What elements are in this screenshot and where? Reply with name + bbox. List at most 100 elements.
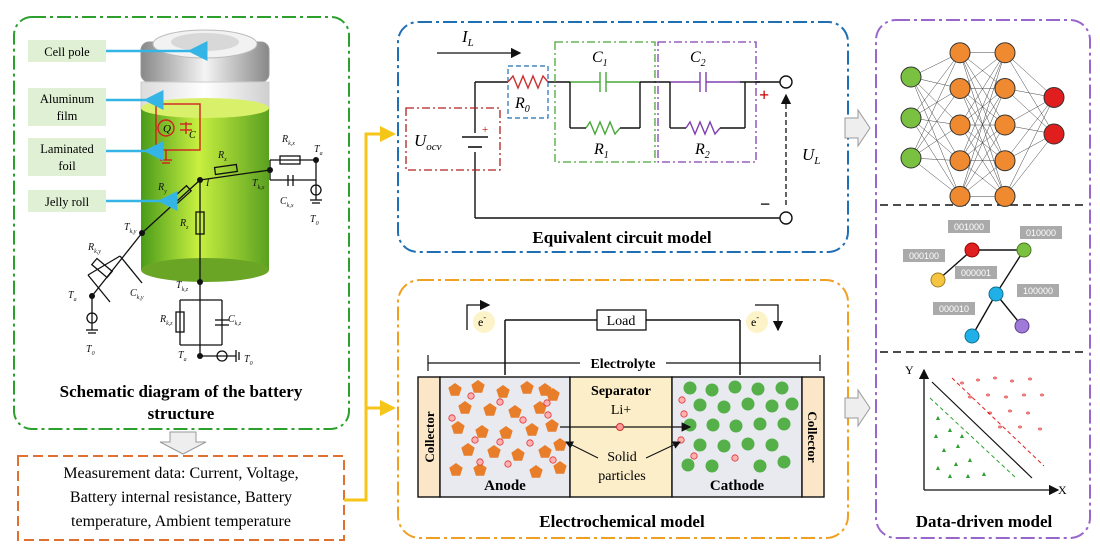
- anode-particle: [458, 401, 472, 414]
- label-T0-left: T0: [86, 344, 95, 357]
- label-C1: C1: [592, 49, 608, 69]
- nn-edge: [910, 88, 961, 159]
- nn-node: [994, 150, 1016, 172]
- label-Rkz: Rk,z: [159, 314, 173, 327]
- ecm-title: Equivalent circuit model: [532, 228, 711, 247]
- code-tag-6: 000010: [939, 304, 969, 314]
- yellow-arrowhead-top: [380, 126, 396, 142]
- nn-edge: [910, 76, 961, 161]
- terminal-top: [779, 75, 793, 89]
- load-label: Load: [607, 314, 636, 329]
- code-tag-2: 010000: [1026, 228, 1056, 238]
- svm-point-green: ▲: [941, 446, 948, 454]
- cathode-particle: [683, 418, 697, 432]
- svm-point-red: *: [998, 424, 1003, 435]
- nn-edge: [910, 117, 961, 161]
- anode-particle: [508, 405, 522, 418]
- measurement-line-3: temperature, Ambient temperature: [71, 513, 291, 530]
- label-Ckz: Ck,z: [228, 314, 242, 327]
- down-arrow: [159, 431, 207, 455]
- cathode-particle: [717, 439, 731, 453]
- separator-label: Separator: [591, 384, 651, 399]
- anode-particle: [471, 380, 485, 393]
- svm-point-green: ▲: [947, 426, 954, 434]
- anode-particle: [525, 423, 539, 436]
- svm-point-green: ▲: [953, 460, 960, 468]
- yellow-arrowhead-bottom: [380, 400, 396, 416]
- terminal-plus: +: [759, 85, 769, 105]
- battery-illustration: [140, 29, 270, 282]
- li-ion: [476, 458, 484, 466]
- nn-edge: [1004, 133, 1055, 197]
- li-ion: [519, 416, 527, 424]
- svm-point-red: *: [1010, 378, 1015, 389]
- code-tag-5: 100000: [1023, 286, 1053, 296]
- li-ion: [543, 399, 551, 407]
- cathode-particle: [741, 397, 755, 411]
- label-T0-bottom: T0: [244, 354, 253, 367]
- anode-particle: [496, 385, 510, 398]
- electron-arrow-left: [466, 299, 491, 330]
- neural-net-edges: [910, 52, 1055, 197]
- code-tag-3: 000100: [909, 251, 939, 261]
- electron-right: [746, 311, 768, 333]
- nn-edge: [1004, 52, 1055, 98]
- echem-to-data-arrow: [844, 388, 871, 428]
- cathode-particle: [741, 437, 755, 451]
- nn-node: [994, 42, 1016, 64]
- battery-panel-frame: [13, 16, 350, 430]
- electron-arrow-right: [755, 304, 784, 332]
- svm-point-red: *: [1026, 410, 1031, 421]
- svm-margin-green: [929, 397, 1017, 479]
- nn-node: [994, 77, 1016, 99]
- nn-edge: [910, 76, 961, 126]
- svm-point-red: *: [986, 392, 991, 403]
- code-tag-1: 001000: [954, 222, 984, 232]
- echem-panel-frame: [397, 279, 849, 539]
- nn-edge: [959, 88, 1006, 197]
- li-label: Li+: [611, 403, 631, 418]
- svm-point-red: *: [1018, 424, 1023, 435]
- cathode-region: [671, 376, 803, 498]
- label-UL: UL: [802, 145, 820, 167]
- svm-y-label: Y: [905, 363, 914, 377]
- label-Ty: Tk,y: [124, 222, 137, 235]
- nn-node: [949, 150, 971, 172]
- li-ion: [496, 438, 504, 446]
- cathode-particle: [777, 417, 791, 431]
- nn-node: [900, 107, 922, 129]
- svm-point-green: ▲: [959, 432, 966, 440]
- cathode-particle: [705, 383, 719, 397]
- label-R2: R2: [694, 141, 710, 161]
- label-Ta-bottom: Ta: [178, 350, 187, 363]
- battery-caption-1: Schematic diagram of the battery: [60, 382, 303, 401]
- label-Rxx: Rk,x: [281, 134, 295, 147]
- callout-film: film: [57, 109, 78, 123]
- datadriven-panel-frame: [875, 19, 1091, 539]
- li-ion: [467, 392, 475, 400]
- electron-right-label: e-: [751, 313, 759, 329]
- nn-edge: [959, 52, 1006, 126]
- r0-group-box: [507, 65, 549, 119]
- rc2-group-box: [657, 41, 757, 163]
- collector-right-label: Collector: [805, 411, 820, 462]
- anode-particle: [449, 463, 463, 476]
- anode-particle: [473, 463, 487, 476]
- svm-point-green: ▲: [935, 464, 942, 472]
- anode-particle: [520, 381, 534, 394]
- svm-point-red: *: [1008, 408, 1013, 419]
- cathode-particle: [681, 458, 695, 472]
- label-R0: R0: [514, 95, 530, 115]
- callout-aluminum: Aluminum: [40, 92, 94, 106]
- li-ion: [549, 456, 557, 464]
- label-Rz: Rz: [179, 218, 189, 231]
- svm-point-red: *: [1022, 392, 1027, 403]
- label-I: I: [205, 178, 210, 189]
- anode-particle: [499, 426, 513, 439]
- svm-point-green: ▲: [965, 472, 972, 480]
- battery-caption-2: structure: [148, 404, 215, 423]
- nn-node: [949, 42, 971, 64]
- solid-label-1: Solid: [607, 450, 637, 465]
- rc1-circuit: [570, 72, 640, 136]
- nn-edge: [1004, 52, 1055, 135]
